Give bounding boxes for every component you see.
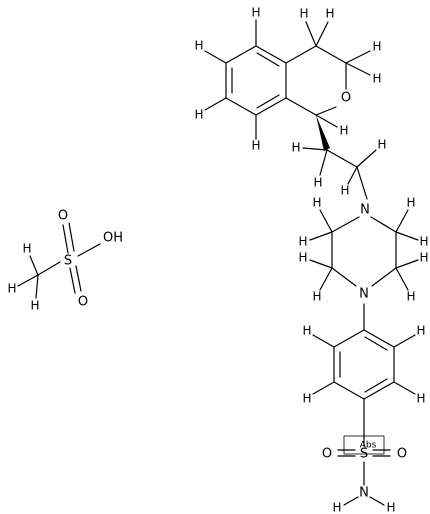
h-label: H bbox=[419, 235, 428, 249]
isochroman-pyran-ring bbox=[285, 21, 371, 128]
h-label: H bbox=[302, 324, 311, 338]
h-label: H bbox=[416, 324, 425, 338]
h-label: H bbox=[416, 392, 425, 406]
ethyl-linker bbox=[302, 115, 377, 200]
h-label: H bbox=[406, 290, 415, 304]
h-label: H bbox=[194, 39, 203, 53]
h-label: H bbox=[22, 242, 31, 256]
h-label: H bbox=[339, 124, 348, 138]
ring-oxygen-label: O bbox=[341, 91, 351, 106]
h-label: H bbox=[299, 7, 308, 21]
methanesulfonic-acid bbox=[17, 222, 101, 299]
amide-n-label: N bbox=[359, 486, 369, 501]
h-label: H bbox=[7, 282, 16, 296]
benzenesulfonamide-ring bbox=[312, 303, 416, 400]
mesyl-o-top-label: O bbox=[58, 209, 68, 224]
h-label: H bbox=[291, 141, 300, 155]
h-label: H bbox=[298, 251, 307, 265]
h-label: H bbox=[312, 196, 321, 210]
piperazine-n-top-label: N bbox=[360, 203, 370, 218]
sulfonamide-group bbox=[337, 398, 391, 506]
h-label: H bbox=[30, 299, 39, 313]
h-label: H bbox=[302, 392, 311, 406]
h-label: H bbox=[372, 40, 381, 54]
h-label: H bbox=[194, 108, 203, 122]
h-label: H bbox=[325, 7, 334, 21]
h-label: H bbox=[419, 251, 428, 265]
piperazine-ring bbox=[309, 209, 419, 291]
h-label: H bbox=[377, 138, 386, 152]
abs-label: Abs bbox=[360, 441, 377, 451]
mesyl-s-label: S bbox=[64, 254, 72, 269]
sulfonamide-s-label: S bbox=[360, 447, 368, 462]
sulfonamide-o-left-label: O bbox=[322, 447, 332, 462]
h-label: H bbox=[372, 72, 381, 86]
mesyl-oh-label: OH bbox=[103, 231, 123, 246]
amide-h-right-label: H bbox=[386, 501, 395, 514]
h-label: H bbox=[313, 176, 322, 190]
isochroman-benzene-ring bbox=[204, 19, 287, 140]
mesyl-o-bottom-label: O bbox=[78, 295, 88, 310]
h-label: H bbox=[298, 235, 307, 249]
h-label: H bbox=[340, 184, 349, 198]
h-label: H bbox=[251, 6, 260, 20]
amide-h-left-label: H bbox=[332, 501, 341, 514]
sulfonamide-o-right-label: O bbox=[397, 447, 407, 462]
piperazine-n-bottom-label: N bbox=[359, 287, 369, 302]
abs-box bbox=[343, 435, 385, 455]
h-label: H bbox=[312, 290, 321, 304]
h-label: H bbox=[251, 139, 260, 153]
h-label: H bbox=[406, 196, 415, 210]
